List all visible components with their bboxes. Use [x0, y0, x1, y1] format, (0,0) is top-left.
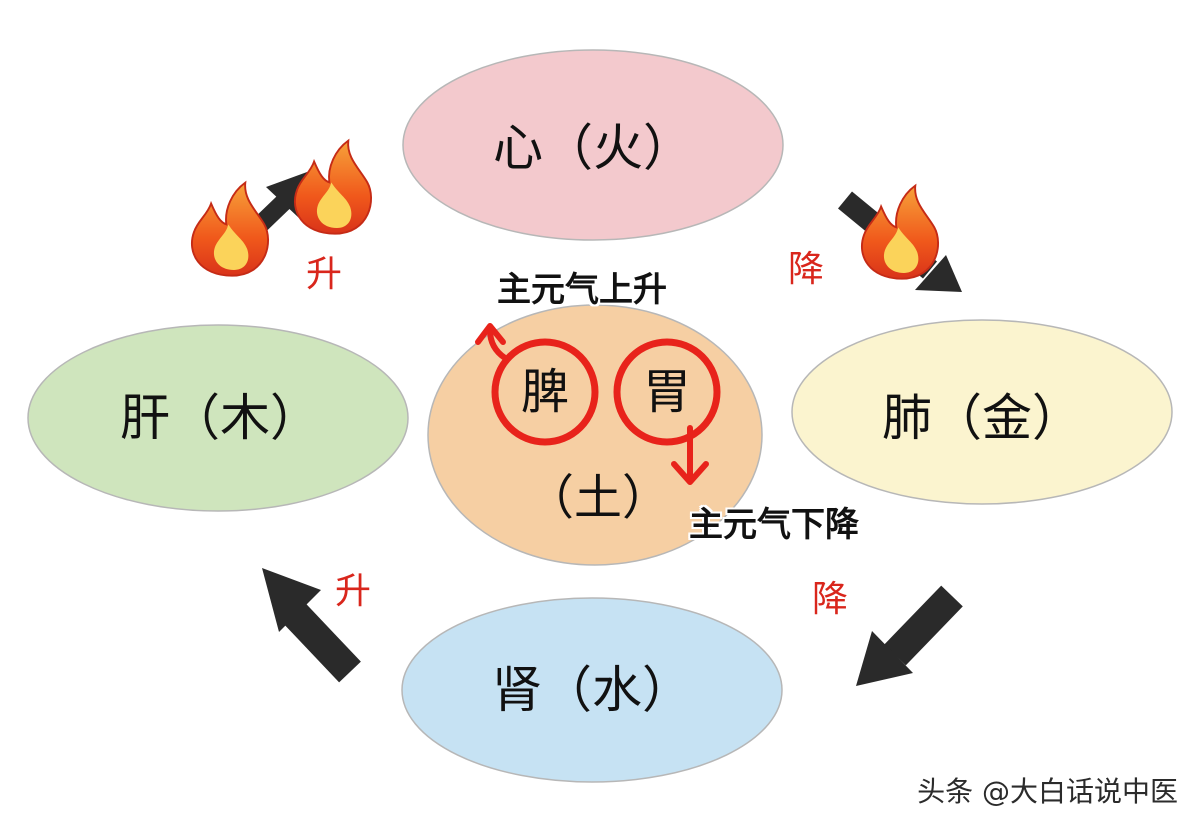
earth-label: （土）: [525, 470, 671, 526]
qi-descend-label: 主元气下降: [689, 505, 859, 545]
qi-descend-arrow: [671, 425, 709, 485]
descend-label-lower: 降: [811, 579, 849, 620]
flame-icon: [861, 183, 939, 280]
liver-label: 肝（木）: [120, 389, 320, 447]
spleen-stomach-ellipse: [427, 304, 763, 566]
spleen-ring: [491, 338, 599, 446]
kidney-ellipse: [401, 597, 783, 783]
descend-label-upper: 降: [787, 249, 825, 290]
lung-label: 肺（金）: [882, 389, 1082, 447]
stomach-ring: [613, 338, 721, 446]
lower-left-rise-arrow: [262, 568, 361, 683]
heart-ellipse: [402, 49, 784, 241]
lower-right-descend-arrow: [856, 585, 963, 686]
flame-icon: [294, 138, 372, 235]
rise-label-upper: 升: [305, 254, 343, 295]
rise-label-lower: 升: [334, 571, 372, 612]
qi-ascend-arrow: [475, 323, 508, 361]
liver-ellipse: [27, 324, 409, 512]
stomach-label: 胃: [642, 364, 692, 420]
heart-label: 心（火）: [493, 119, 693, 177]
kidney-label: 肾（水）: [492, 661, 692, 719]
spleen-label: 脾: [520, 364, 570, 420]
flame-icon: [191, 180, 269, 277]
qi-ascend-label: 主元气上升: [497, 270, 667, 310]
lung-ellipse: [791, 319, 1173, 505]
watermark-text: 头条 @大白话说中医: [917, 775, 1178, 808]
